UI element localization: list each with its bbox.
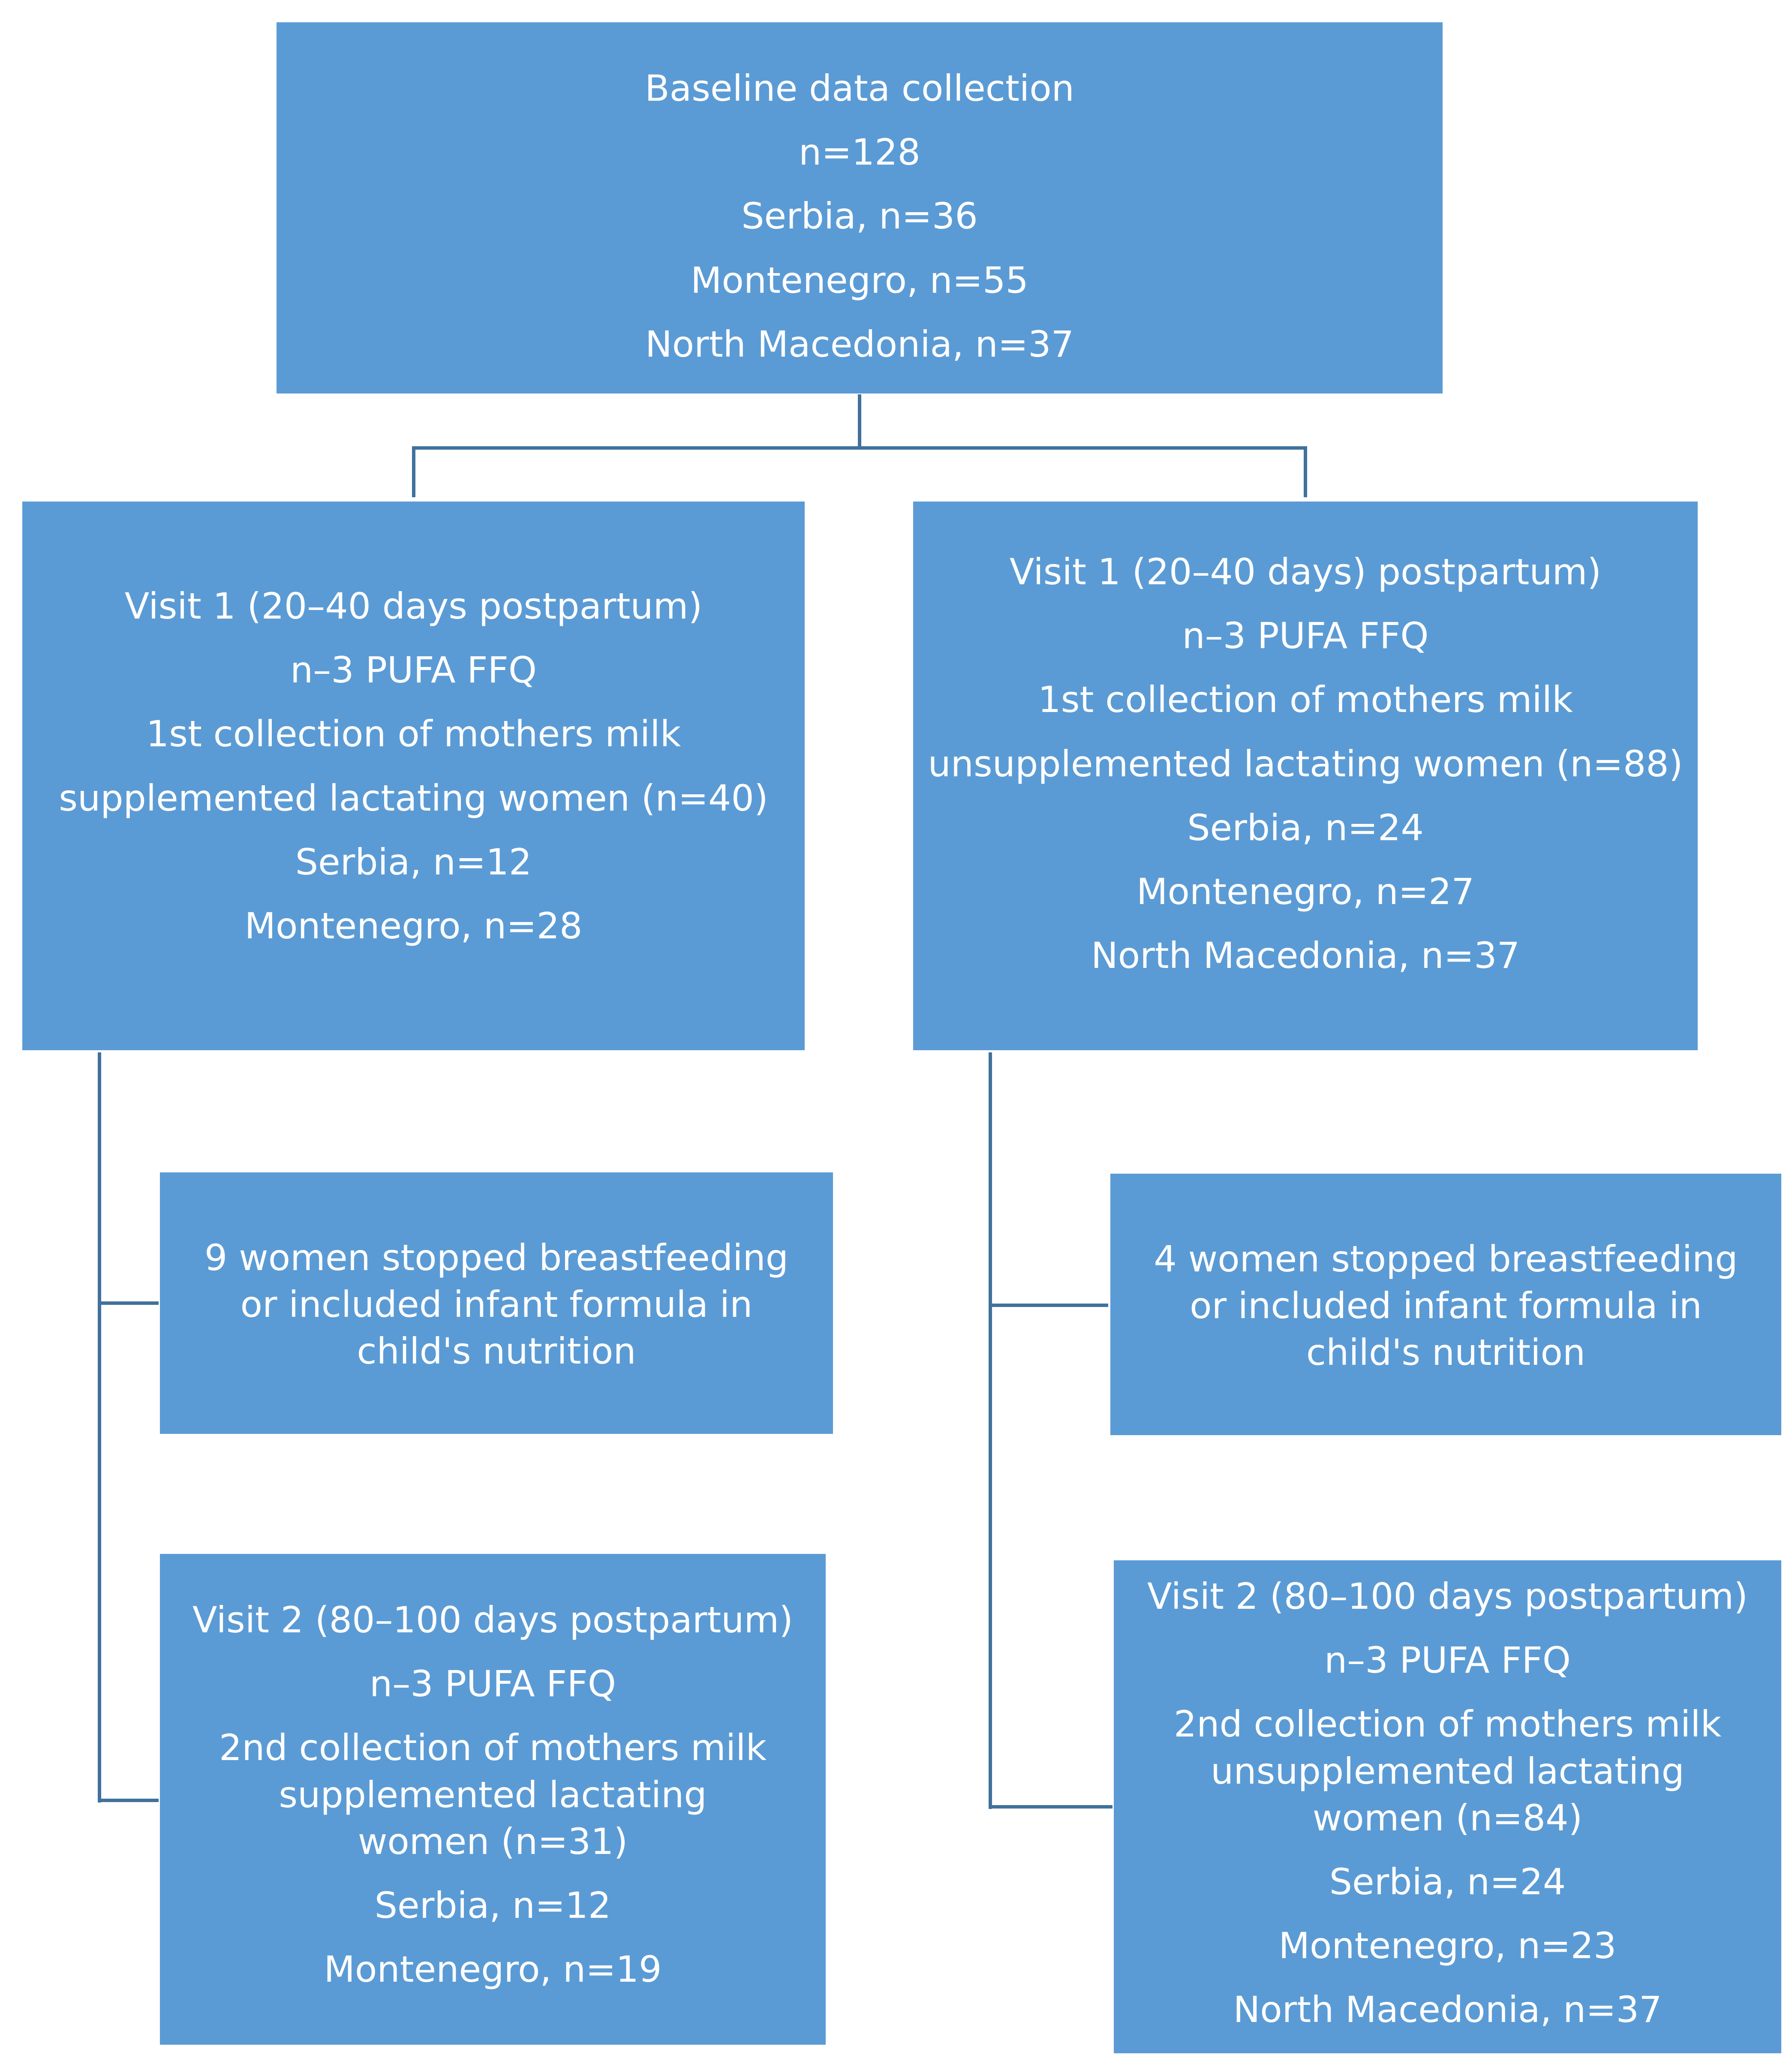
dropout-supplemented-text: 9 women stopped breastfeeding or include… [204,1237,789,1373]
visit2-supplemented-collection: 2nd collection of mothers milk [219,1727,767,1769]
visit1-unsupplemented-north-macedonia: North Macedonia, n=37 [1091,934,1520,977]
visit1-supplemented-title: Visit 1 (20–40 days postpartum) [124,585,703,627]
visit2-unsupplemented-serbia: Serbia, n=24 [1329,1860,1566,1903]
visit1-supplemented-serbia: Serbia, n=12 [295,841,532,883]
visit1-supplemented-ffq: n–3 PUFA FFQ [290,649,537,691]
visit2-supplemented-serbia: Serbia, n=12 [374,1884,611,1926]
baseline-box: Baseline data collection n=128 Serbia, n… [277,22,1443,394]
baseline-montenegro: Montenegro, n=55 [691,259,1028,301]
visit1-supplemented-group: supplemented lactating women (n=40) [59,777,768,819]
visit2-unsupplemented-ffq: n–3 PUFA FFQ [1324,1639,1571,1682]
dropout-supplemented-box: 9 women stopped breastfeeding or include… [160,1172,833,1434]
baseline-total: n=128 [799,131,920,174]
visit1-unsupplemented-group: unsupplemented lactating women (n=88) [928,742,1683,785]
visit1-unsupplemented-collection: 1st collection of mothers milk [1038,679,1573,721]
visit2-unsupplemented-box: Visit 2 (80–100 days postpartum) n–3 PUF… [1114,1560,1781,2053]
visit1-supplemented-montenegro: Montenegro, n=28 [244,904,583,947]
visit1-unsupplemented-montenegro: Montenegro, n=27 [1137,870,1474,913]
baseline-serbia: Serbia, n=36 [741,195,978,237]
visit1-supplemented-box: Visit 1 (20–40 days postpartum) n–3 PUFA… [22,502,805,1050]
visit2-unsupplemented-group: unsupplemented lactating women (n=84) [1211,1750,1684,1839]
visit2-unsupplemented-title: Visit 2 (80–100 days postpartum) [1147,1575,1748,1617]
baseline-north-macedonia: North Macedonia, n=37 [645,323,1074,365]
visit2-supplemented-group: supplemented lactating women (n=31) [279,1773,707,1863]
dropout-unsupplemented-text: 4 women stopped breastfeeding or include… [1154,1238,1738,1374]
visit2-supplemented-montenegro: Montenegro, n=19 [324,1948,662,1991]
baseline-title: Baseline data collection [645,67,1074,109]
visit1-unsupplemented-serbia: Serbia, n=24 [1187,806,1424,849]
visit2-supplemented-ffq: n–3 PUFA FFQ [369,1663,616,1705]
visit1-unsupplemented-box: Visit 1 (20–40 days) postpartum) n–3 PUF… [913,502,1698,1050]
dropout-unsupplemented-box: 4 women stopped breastfeeding or include… [1110,1174,1781,1435]
visit2-supplemented-box: Visit 2 (80–100 days postpartum) n–3 PUF… [160,1554,826,2045]
visit2-supplemented-title: Visit 2 (80–100 days postpartum) [192,1599,793,1641]
visit1-unsupplemented-ffq: n–3 PUFA FFQ [1182,615,1429,657]
visit2-unsupplemented-north-macedonia: North Macedonia, n=37 [1233,1989,1662,2031]
visit1-unsupplemented-title: Visit 1 (20–40 days) postpartum) [1009,551,1602,593]
visit2-unsupplemented-collection: 2nd collection of mothers milk [1173,1703,1722,1746]
visit1-supplemented-collection: 1st collection of mothers milk [146,713,681,755]
visit2-unsupplemented-montenegro: Montenegro, n=23 [1278,1925,1617,1967]
